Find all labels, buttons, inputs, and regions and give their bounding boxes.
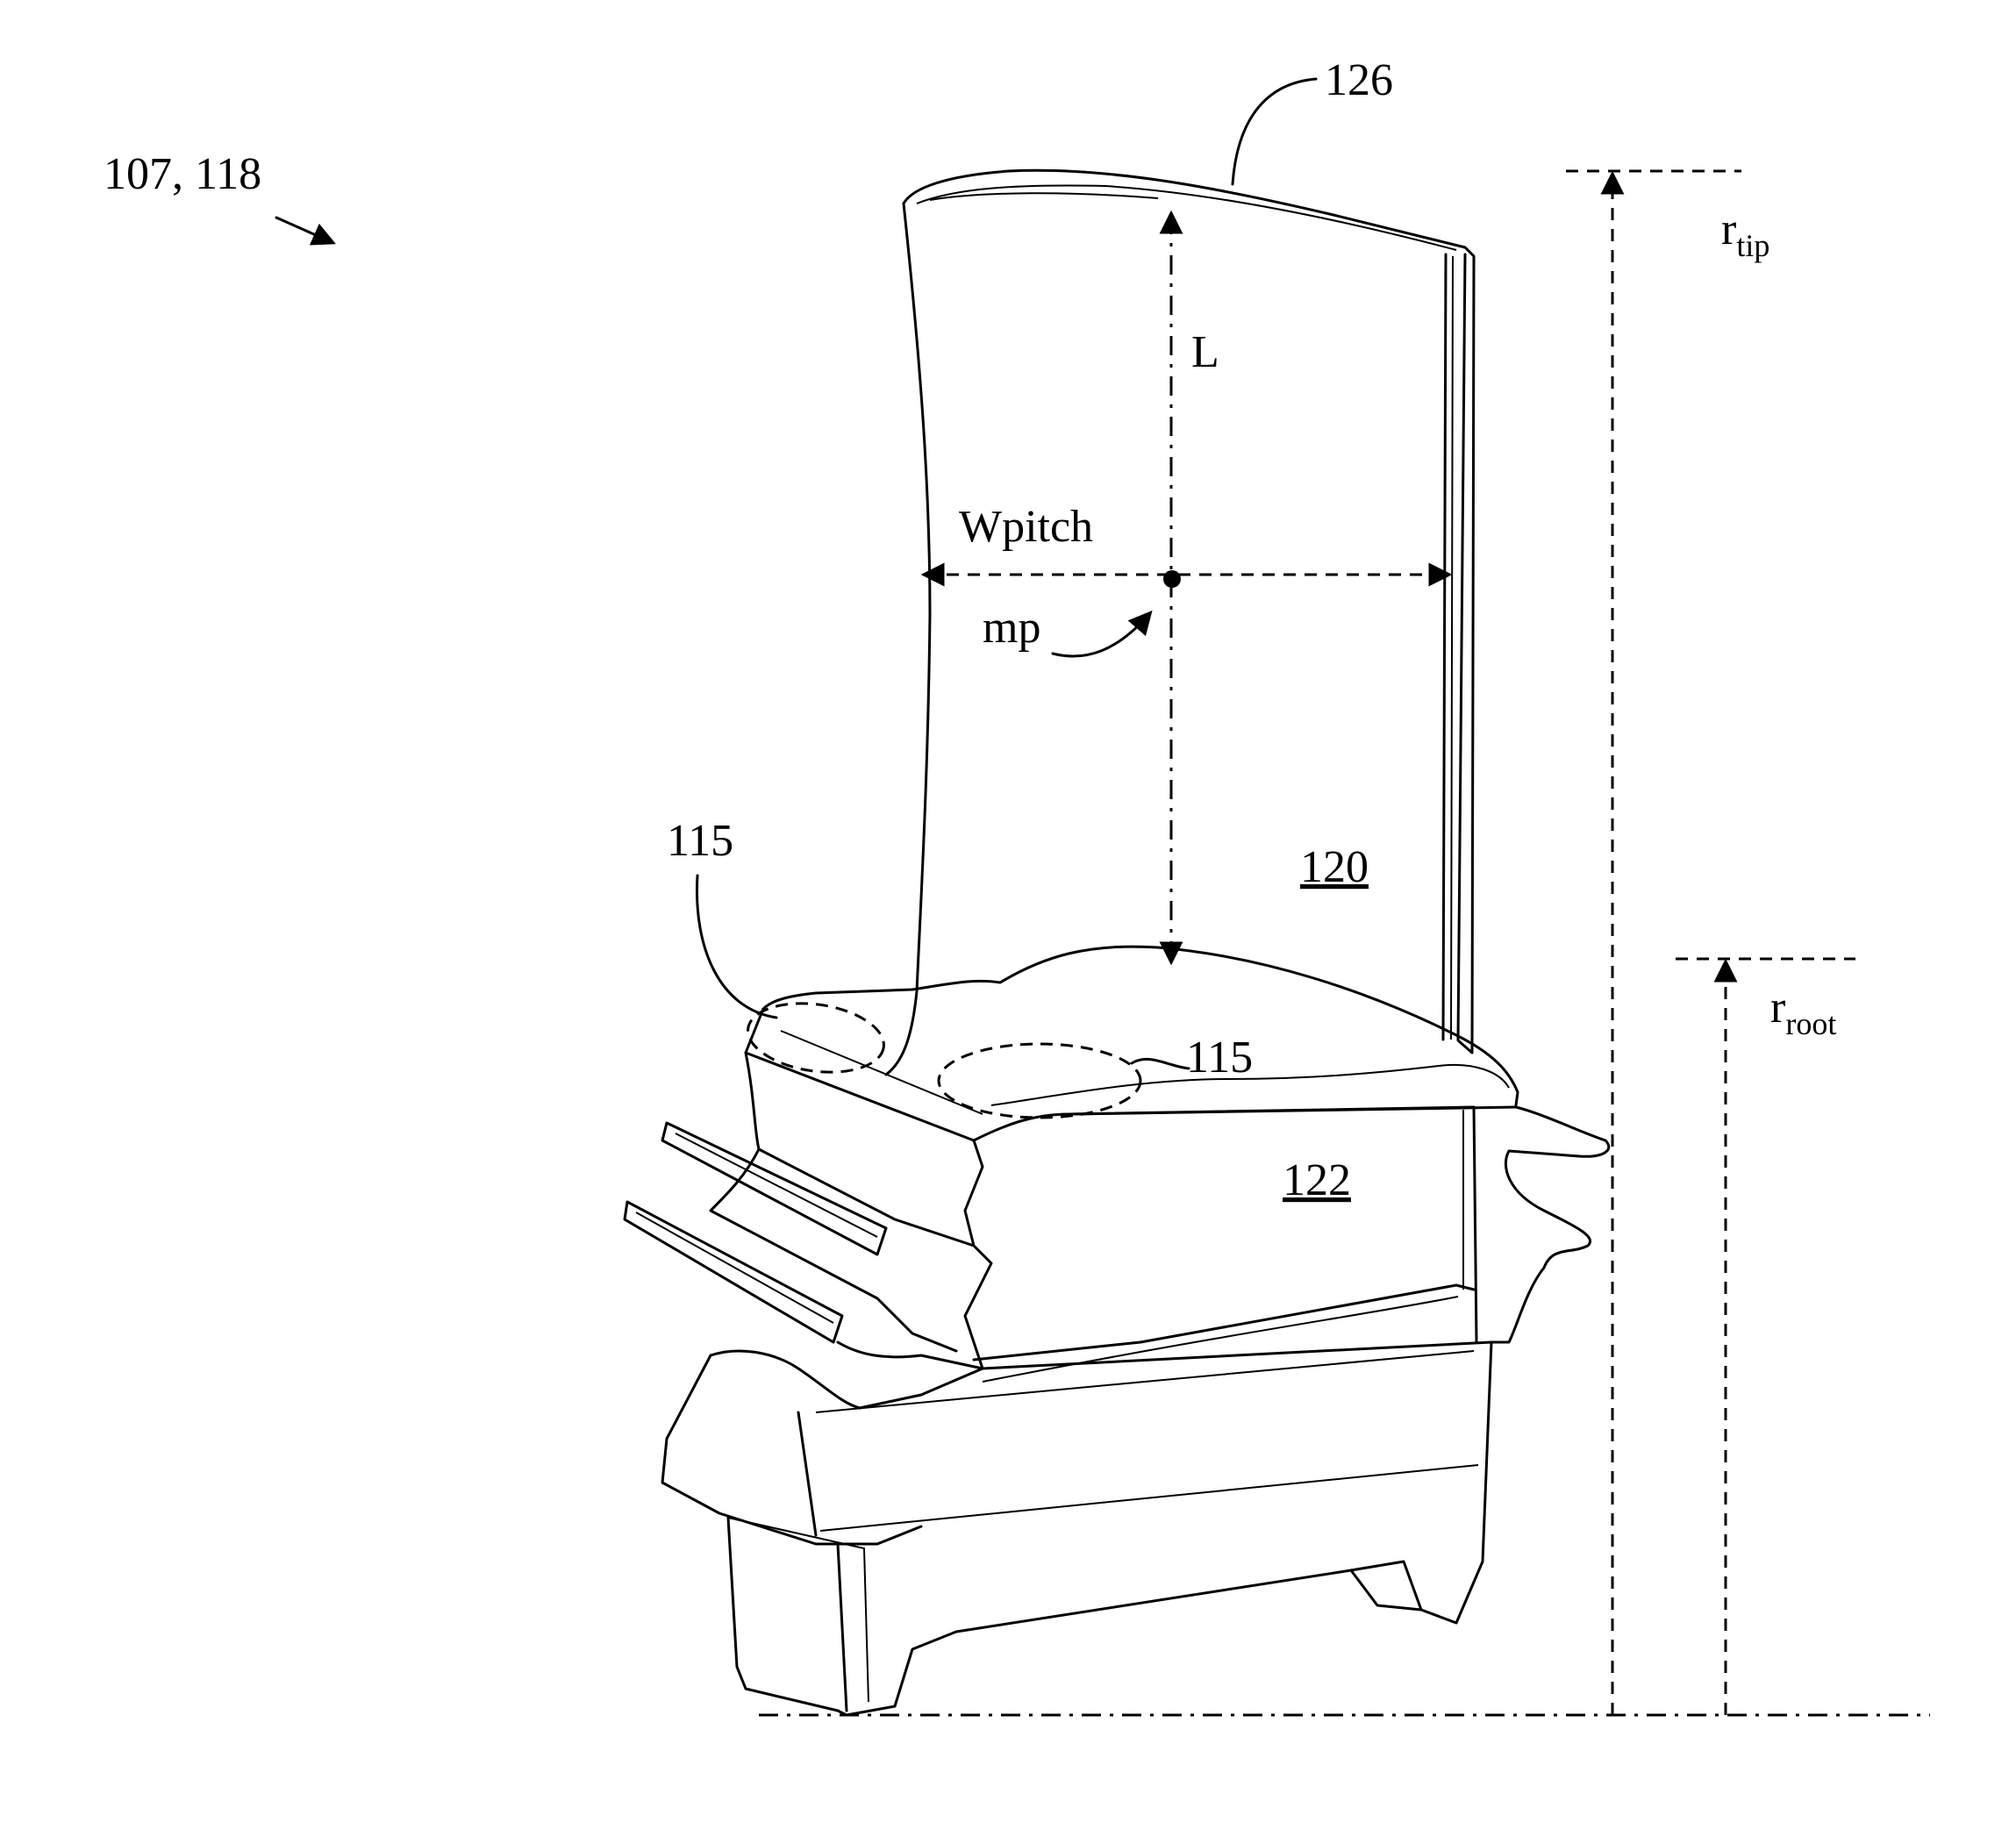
blade-ref-arrow <box>276 218 332 242</box>
label-r-root: rroot <box>1770 983 1836 1041</box>
label-r-root-main: r <box>1770 983 1785 1033</box>
root-block <box>662 1342 1491 1715</box>
platform <box>746 947 1609 1382</box>
label-r-tip-main: r <box>1721 204 1736 254</box>
region-115-left-leader <box>697 876 776 1018</box>
blade-root-rails <box>625 1053 983 1369</box>
airfoil-body <box>886 170 1474 1075</box>
label-span-L: L <box>1191 327 1219 377</box>
label-r-root-sub: root <box>1785 1006 1836 1041</box>
label-platform-ref: 122 <box>1283 1155 1351 1205</box>
tip-leader <box>1233 79 1316 184</box>
label-region-115-left: 115 <box>667 816 733 866</box>
label-r-tip: rtip <box>1721 204 1769 263</box>
mp-leader <box>1053 614 1149 656</box>
region-115-right-ellipse <box>939 1044 1140 1118</box>
label-blade-ref: 107, 118 <box>104 149 261 199</box>
midpoint-dot <box>1163 570 1181 588</box>
label-tip-ref: 126 <box>1325 55 1393 105</box>
label-r-tip-sub: tip <box>1736 228 1769 263</box>
label-region-115-right: 115 <box>1186 1033 1253 1083</box>
label-airfoil-ref: 120 <box>1300 842 1369 892</box>
label-midpoint: mp <box>983 603 1040 653</box>
label-pitch: Wpitch <box>959 502 1093 552</box>
region-115-right-leader <box>1132 1059 1189 1069</box>
